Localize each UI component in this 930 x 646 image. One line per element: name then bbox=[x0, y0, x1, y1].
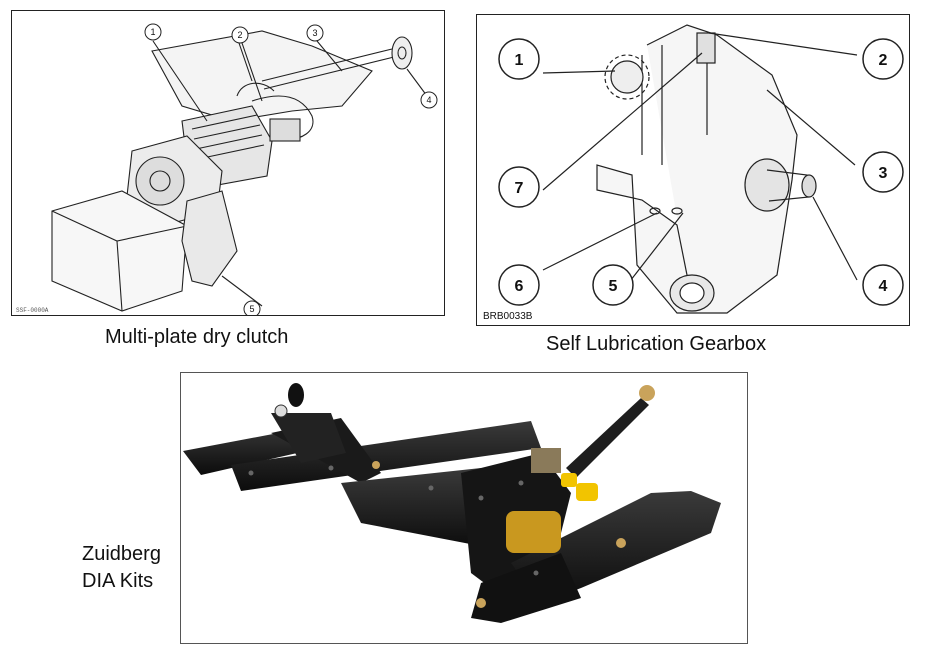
clutch-drawing: 1 2 3 4 5 bbox=[51, 23, 438, 315]
gearbox-callout-7: 7 bbox=[515, 180, 524, 197]
dia-kit-caption-line1: Zuidberg bbox=[82, 543, 161, 565]
clutch-callout-2: 2 bbox=[237, 30, 242, 40]
clutch-callout-5: 5 bbox=[249, 304, 254, 314]
gearbox-caption: Self Lubrication Gearbox bbox=[546, 333, 767, 355]
gearbox-callout-5: 5 bbox=[609, 278, 618, 295]
gearbox-drawing: 1 2 3 4 5 6 7 bbox=[498, 24, 904, 314]
gearbox-figure-code: BRB0033B bbox=[483, 311, 533, 322]
gearbox-callout-2: 2 bbox=[879, 52, 888, 69]
clutch-diagram-panel: 1 2 3 4 5 SSF-0000A bbox=[11, 10, 445, 316]
clutch-callout-4: 4 bbox=[426, 95, 431, 105]
clutch-callout-1: 1 bbox=[150, 27, 155, 37]
gearbox-callout-1: 1 bbox=[515, 52, 524, 69]
gearbox-callout-6: 6 bbox=[515, 278, 524, 295]
dia-kit-illustration bbox=[183, 383, 721, 623]
dia-kit-photo-panel bbox=[180, 372, 748, 644]
clutch-figure-code: SSF-0000A bbox=[16, 307, 49, 314]
gearbox-callout-4: 4 bbox=[879, 278, 888, 295]
clutch-callout-3: 3 bbox=[312, 28, 317, 38]
dia-kit-caption-line2: DIA Kits bbox=[82, 570, 154, 592]
clutch-caption: Multi-plate dry clutch bbox=[105, 326, 289, 348]
gearbox-callout-3: 3 bbox=[879, 165, 888, 182]
gearbox-diagram-panel: 1 2 3 4 5 6 7 BRB0033B bbox=[476, 14, 910, 326]
